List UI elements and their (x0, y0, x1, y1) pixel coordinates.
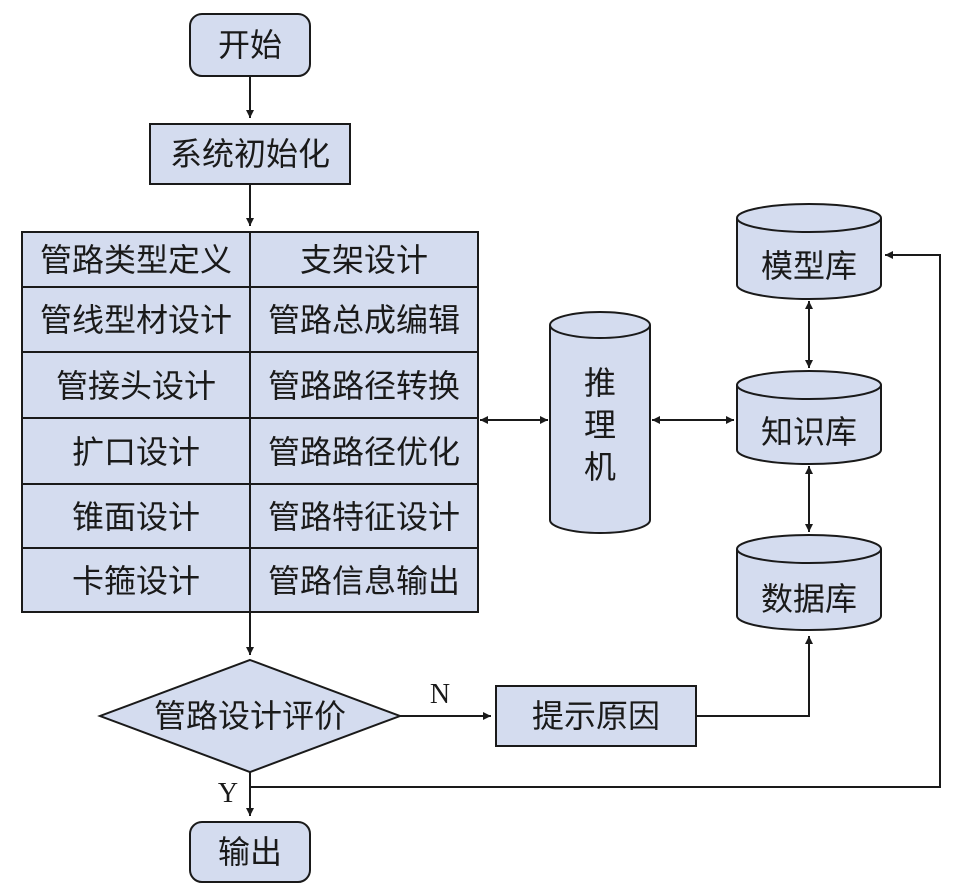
hint-label: 提示原因 (532, 697, 660, 735)
output-label: 输出 (218, 833, 282, 871)
module-table: 管路类型定义 管线型材设计 管接头设计 扩口设计 锥面设计 卡箍设计 支架设计 … (21, 231, 479, 613)
init-node (149, 123, 351, 185)
model-library-top (736, 203, 882, 233)
model-library-label: 模型库 (761, 247, 857, 285)
model-library-body (736, 218, 882, 300)
knowledge-library-top (736, 370, 882, 400)
data-library-label: 数据库 (761, 580, 857, 618)
module-left-5: 锥面设计 (72, 498, 200, 536)
module-left-6: 卡箍设计 (72, 562, 200, 600)
model-library: 模型库 (736, 203, 882, 300)
module-left-4: 扩口设计 (72, 433, 200, 471)
module-left-3: 管接头设计 (56, 367, 216, 405)
evaluate-label: 管路设计评价 (154, 697, 346, 735)
module-right-6: 管路信息输出 (268, 562, 460, 600)
engine-top (549, 311, 651, 339)
module-left-1: 管路类型定义 (40, 241, 232, 279)
arrow-hint-to-data (696, 636, 813, 717)
start-label: 开始 (218, 26, 282, 64)
no-label: N (430, 679, 450, 710)
module-right-4: 管路路径优化 (268, 433, 460, 471)
knowledge-library-label: 知识库 (761, 413, 857, 451)
knowledge-library-body (736, 385, 882, 465)
engine-char-2: 理 (584, 406, 616, 444)
knowledge-library: 知识库 (736, 370, 882, 465)
data-library-body (736, 549, 882, 631)
engine-body (549, 325, 651, 534)
init-label: 系统初始化 (170, 135, 330, 173)
module-left-2: 管线型材设计 (40, 301, 232, 339)
yes-label: Y (218, 778, 238, 809)
module-right-5: 管路特征设计 (268, 498, 460, 536)
data-library-top (736, 534, 882, 564)
data-library: 数据库 (736, 534, 882, 631)
engine-char-1: 推 (584, 364, 616, 402)
module-right-3: 管路路径转换 (268, 367, 460, 405)
module-right-2: 管路总成编辑 (268, 301, 460, 339)
module-right-1: 支架设计 (300, 241, 428, 279)
engine-char-3: 机 (584, 448, 616, 486)
inference-engine: 推 理 机 (549, 311, 651, 534)
arrow-feedback-to-model (250, 251, 941, 788)
hint-node (495, 685, 697, 747)
output-node (189, 821, 311, 883)
